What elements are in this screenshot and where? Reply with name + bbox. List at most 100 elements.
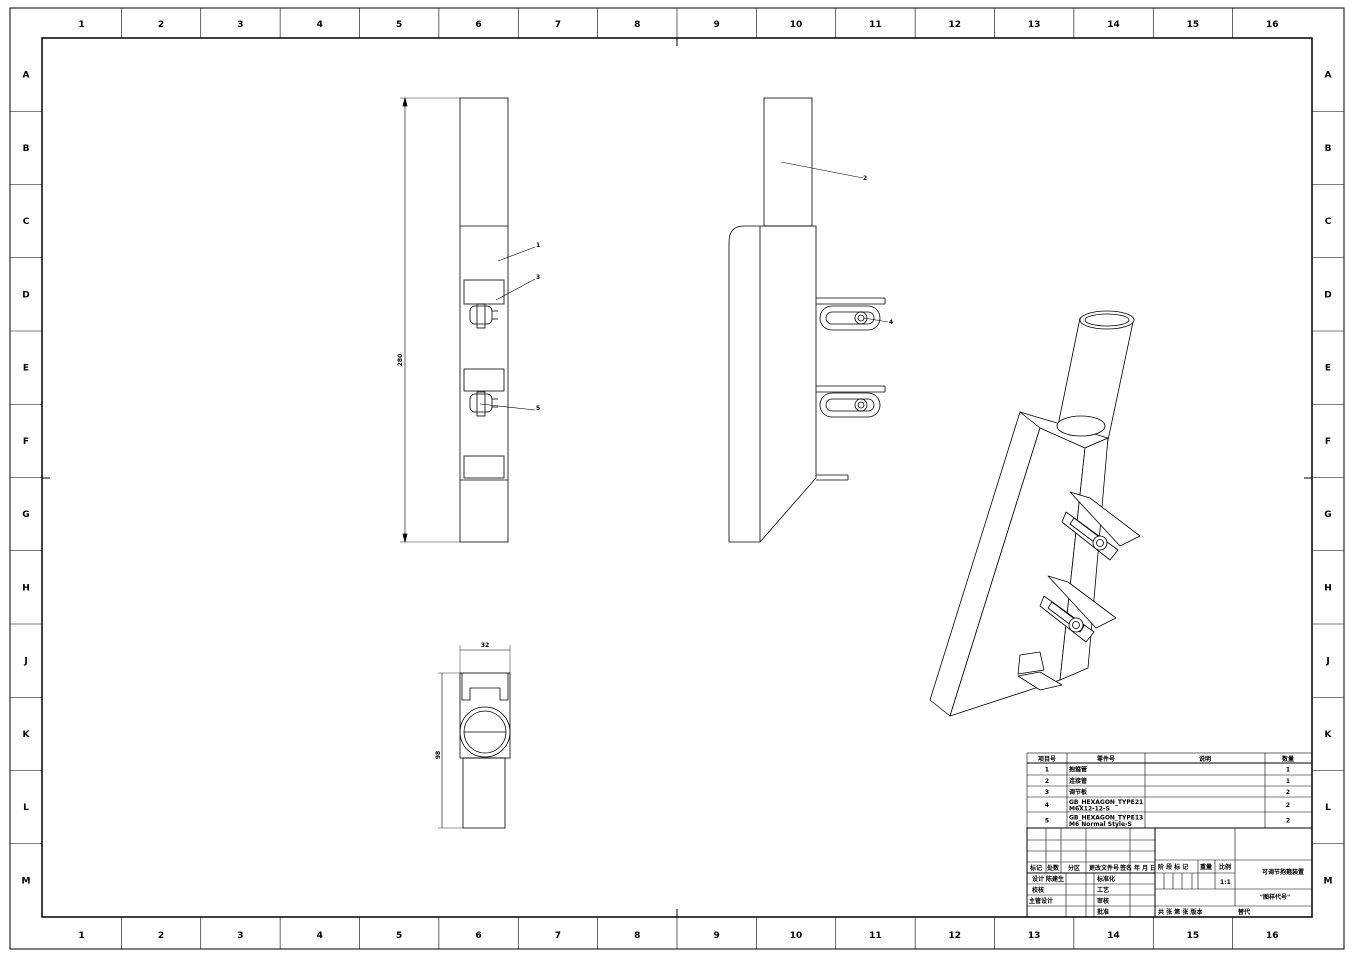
zone-row-left-D: D <box>22 290 29 300</box>
bom-header-0: 项目号 <box>1038 755 1056 763</box>
zone-col-top-10: 10 <box>790 20 803 30</box>
dim-top-height: 98 <box>435 751 442 759</box>
zone-col-bottom-5: 5 <box>396 931 402 941</box>
zone-row-left-J: J <box>23 657 27 667</box>
zone-col-top-12: 12 <box>949 20 962 30</box>
top-view <box>438 645 511 829</box>
zone-col-bottom-1: 1 <box>79 931 85 941</box>
tb-title: 可调节抱箍装置 <box>1262 868 1304 876</box>
balloon-3: 3 <box>536 274 540 281</box>
zone-row-right-K: K <box>1325 730 1333 740</box>
tb-manager: 主管设计 <box>1029 897 1053 905</box>
tb-scale-label: 比例 <box>1219 863 1231 871</box>
iso-adjust-plate-lower <box>1039 575 1117 643</box>
zone-row-left-A: A <box>23 71 30 81</box>
zone-col-bottom-15: 15 <box>1187 931 1200 941</box>
zone-col-top-3: 3 <box>237 20 243 30</box>
zone-col-top-15: 15 <box>1187 20 1200 30</box>
outer-border <box>9 7 1345 950</box>
zone-row-right-J: J <box>1325 657 1329 667</box>
tb-replace: 替代 <box>1237 908 1250 916</box>
zone-col-top-11: 11 <box>869 20 882 30</box>
tb-stage-labels: 阶 段 标 记 <box>1158 863 1188 871</box>
zone-col-bottom-2: 2 <box>158 931 164 941</box>
front-view <box>400 97 536 543</box>
zone-labels: 1122334455667788991010111112121313141415… <box>10 8 1344 949</box>
tb-design: 设计 <box>1032 875 1044 883</box>
zone-row-left-E: E <box>23 364 29 374</box>
bom-table <box>1026 752 1313 829</box>
balloon-2: 2 <box>863 175 867 182</box>
zone-row-left-K: K <box>23 730 31 740</box>
bom-part-line2: M6 Normal Style-S <box>1069 821 1132 828</box>
zone-row-left-H: H <box>22 583 30 593</box>
zone-row-right-H: H <box>1324 583 1332 593</box>
zone-row-right-G: G <box>1324 510 1331 520</box>
zone-row-left-C: C <box>23 217 30 227</box>
zone-col-top-2: 2 <box>158 20 164 30</box>
bom-header-1: 零件号 <box>1096 755 1115 763</box>
bom-qty: 2 <box>1286 818 1290 825</box>
tb-drawing-no: "图样代号" <box>1260 893 1290 901</box>
bom-qty: 1 <box>1286 767 1290 774</box>
bom-part: GB_HEXAGON_TYPE21 <box>1069 799 1143 806</box>
bom-item: 2 <box>1045 778 1049 785</box>
bom-qty: 2 <box>1286 802 1290 809</box>
zone-row-left-L: L <box>23 803 29 813</box>
zone-col-top-9: 9 <box>714 20 720 30</box>
zone-col-top-7: 7 <box>555 20 561 30</box>
title-block <box>1026 827 1313 918</box>
balloon-4: 4 <box>889 319 893 326</box>
bom-part-line2: M6X12-12-S <box>1069 806 1110 813</box>
bom-item: 5 <box>1045 818 1049 825</box>
zone-row-right-D: D <box>1324 290 1331 300</box>
bom-header-3: 数量 <box>1282 755 1294 763</box>
dim-front-height: 280 <box>397 354 404 367</box>
tb-review: 审核 <box>1097 897 1109 905</box>
zone-col-bottom-10: 10 <box>790 931 803 941</box>
bom-part: 抱箍管 <box>1069 766 1087 774</box>
zone-col-bottom-12: 12 <box>949 931 962 941</box>
bom-qty: 1 <box>1286 778 1290 785</box>
hex-bolt-lower <box>469 391 498 417</box>
bom-header-2: 说明 <box>1199 755 1211 763</box>
tb-process: 工艺 <box>1097 886 1109 894</box>
tb-sheet-info: 共 张 第 张 版本 <box>1158 908 1203 916</box>
bom-item: 4 <box>1045 802 1049 809</box>
iso-adjust-plate-upper <box>1061 491 1141 561</box>
zone-col-top-14: 14 <box>1107 20 1120 30</box>
zone-col-top-8: 8 <box>634 20 640 30</box>
zone-col-top-1: 1 <box>79 20 85 30</box>
zone-col-bottom-8: 8 <box>634 931 640 941</box>
zone-row-right-F: F <box>1325 437 1331 447</box>
zone-row-left-B: B <box>23 144 30 154</box>
bom-part: 连接管 <box>1069 777 1087 785</box>
zone-row-left-G: G <box>22 510 29 520</box>
bom-item: 3 <box>1045 789 1049 796</box>
bom-part: 调节板 <box>1069 788 1088 796</box>
zone-row-left-F: F <box>23 437 29 447</box>
zone-col-bottom-4: 4 <box>317 931 323 941</box>
zone-row-right-B: B <box>1325 144 1332 154</box>
adjust-plate-upper <box>816 297 886 331</box>
tb-approve: 批准 <box>1097 908 1109 916</box>
zone-col-bottom-11: 11 <box>869 931 882 941</box>
zone-row-left-M: M <box>22 876 31 886</box>
tb-check: 校核 <box>1032 886 1044 894</box>
zone-row-right-C: C <box>1325 217 1332 227</box>
zone-col-bottom-16: 16 <box>1266 931 1279 941</box>
zone-col-top-6: 6 <box>475 20 481 30</box>
zone-col-top-5: 5 <box>396 20 402 30</box>
zone-col-bottom-7: 7 <box>555 931 561 941</box>
balloon-1: 1 <box>536 242 540 249</box>
side-view <box>728 97 889 543</box>
adjust-plate-lower <box>816 385 886 418</box>
zone-row-right-E: E <box>1325 364 1331 374</box>
zone-row-right-M: M <box>1324 876 1333 886</box>
zone-col-top-13: 13 <box>1028 20 1041 30</box>
zone-col-top-16: 16 <box>1266 20 1279 30</box>
tb-scale: 1:1 <box>1220 879 1231 886</box>
balloon-5: 5 <box>536 405 540 412</box>
